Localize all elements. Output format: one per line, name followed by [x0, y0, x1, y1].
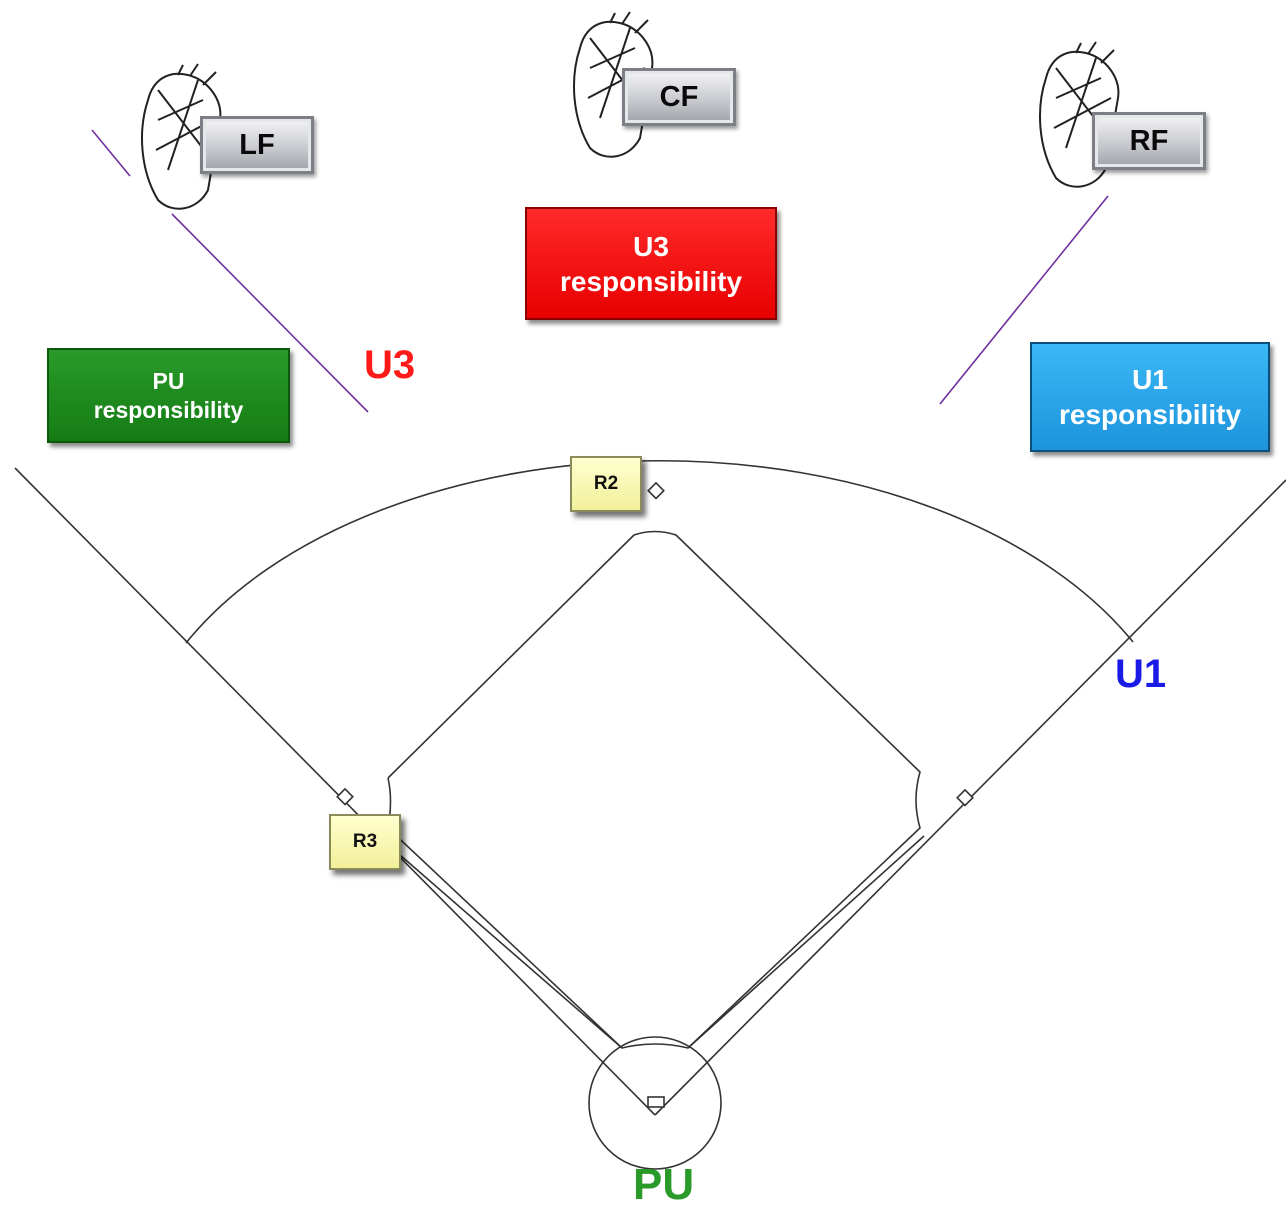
pu-responsibility-title: PU: [152, 367, 185, 394]
umpire-u1-label: U1: [1115, 652, 1167, 696]
u3-responsibility-title: U3: [633, 230, 669, 262]
home-plate: [647, 1096, 665, 1108]
runner-r2-marker: R2: [570, 456, 642, 512]
infield-grass: [387, 777, 623, 1049]
left-foul-line: [14, 467, 656, 1116]
right-division-line: [939, 195, 1109, 405]
umpire-pu-label: PU: [633, 1160, 695, 1209]
second-base: [647, 481, 665, 500]
fielder-rf-label: RF: [1092, 112, 1206, 170]
fielder-lf-label: LF: [200, 116, 314, 174]
u3-responsibility-box: U3 responsibility: [525, 207, 777, 320]
pu-responsibility-box: PU responsibility: [47, 348, 290, 443]
fielder-cf-label: CF: [622, 68, 736, 126]
runner-r3-marker: R3: [329, 814, 401, 870]
u3-responsibility-text: responsibility: [559, 265, 743, 297]
u1-responsibility-text: responsibility: [1058, 399, 1242, 430]
baseball-glove-icon: [573, 11, 654, 158]
third-base: [336, 787, 354, 806]
first-base: [956, 788, 974, 807]
home-plate-circle: [588, 1036, 722, 1170]
left-division-line: [91, 129, 369, 413]
infield-edge: [399, 835, 925, 1049]
umpire-u3-label: U3: [364, 343, 416, 387]
baseball-glove-icon: [141, 63, 222, 210]
u1-responsibility-title: U1: [1132, 364, 1168, 395]
outfield-fence-arc: [185, 459, 1134, 644]
pu-responsibility-text: responsibility: [93, 396, 244, 423]
u1-responsibility-box: U1 responsibility: [1030, 342, 1270, 452]
